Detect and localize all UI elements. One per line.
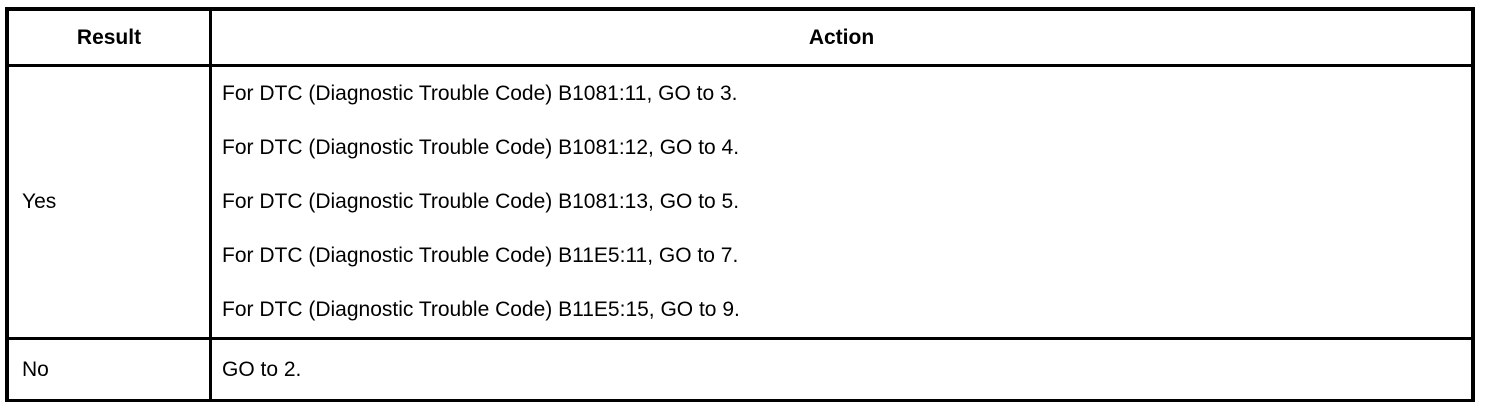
column-header-result: Result — [9, 11, 212, 67]
result-cell-yes: Yes — [9, 67, 212, 340]
results-actions-table: Result Action Yes For DTC (Diagnostic Tr… — [5, 7, 1475, 402]
column-header-action: Action — [212, 11, 1471, 67]
action-line: For DTC (Diagnostic Trouble Code) B11E5:… — [222, 244, 739, 268]
action-cell-no: GO to 2. — [212, 340, 1471, 399]
action-line: For DTC (Diagnostic Trouble Code) B1081:… — [222, 136, 740, 160]
action-line: GO to 2. — [222, 357, 302, 381]
action-cell-yes: For DTC (Diagnostic Trouble Code) B1081:… — [212, 67, 1471, 340]
action-line: For DTC (Diagnostic Trouble Code) B1081:… — [222, 82, 738, 106]
action-line: For DTC (Diagnostic Trouble Code) B1081:… — [222, 190, 740, 214]
result-cell-no: No — [9, 340, 212, 399]
action-line: For DTC (Diagnostic Trouble Code) B11E5:… — [222, 298, 740, 322]
